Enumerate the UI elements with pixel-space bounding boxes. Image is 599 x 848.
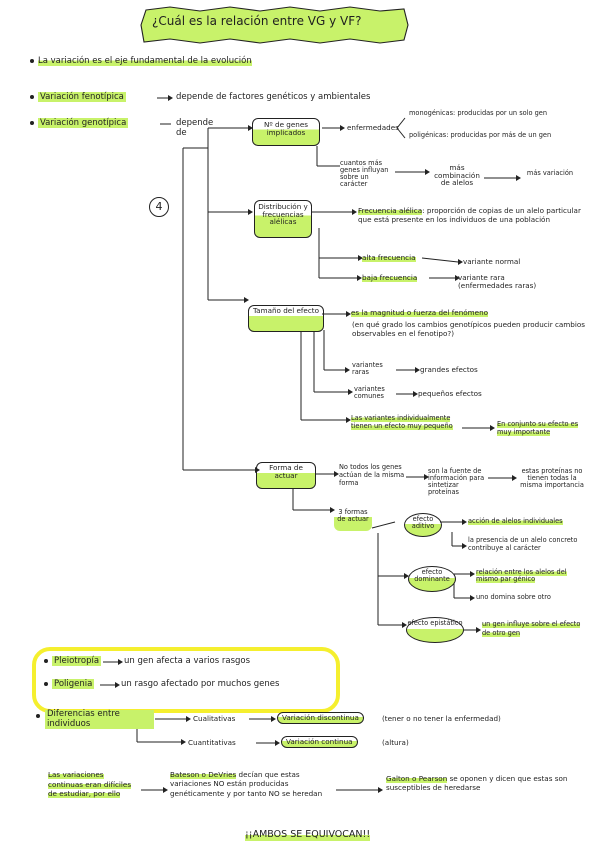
discontinua-text: (tener o no tener la enfermedad) bbox=[382, 714, 501, 723]
point-2-text: depende de factores genéticos y ambienta… bbox=[176, 92, 371, 102]
box-genes: Nº de genes implicados bbox=[252, 118, 320, 146]
estas-proteinas-text: estas proteínas no tienen todas la misma… bbox=[520, 467, 584, 489]
bullet-icon bbox=[44, 658, 48, 663]
magnitud-desc: (en qué grado los cambios genotípicos pu… bbox=[352, 320, 586, 339]
continua-text: (altura) bbox=[382, 738, 409, 747]
poligenia-item: Poligenia bbox=[44, 679, 95, 690]
en-conjunto-text: En conjunto su efecto es muy importante bbox=[497, 420, 579, 437]
pleiotropia-frame bbox=[32, 647, 340, 713]
point-3-text: depende de bbox=[176, 118, 214, 138]
bullet-icon bbox=[36, 713, 40, 718]
bullet-icon bbox=[30, 120, 34, 125]
variante-rara-text: variante rara (enfermedades raras) bbox=[458, 273, 537, 290]
efecto-dominante-oval: efecto dominante bbox=[408, 566, 456, 592]
variantes-raras-text: variantes raras bbox=[352, 361, 383, 376]
gen-influye-text: un gen influye sobre el efecto de otro g… bbox=[482, 620, 581, 637]
point-3: Variación genotípica bbox=[30, 118, 129, 129]
point-1: La variación es el eje fundamental de la… bbox=[30, 56, 252, 67]
magnitud-text: es la magnitud o fuerza del fenómeno bbox=[351, 308, 489, 317]
variantes-comunes-text: variantes comunes bbox=[354, 385, 385, 400]
variacion-continua-box: Variación continua bbox=[281, 736, 358, 748]
box-tamano: Tamaño del efecto bbox=[248, 305, 324, 332]
uno-domina-text: uno domina sobre otro bbox=[476, 593, 551, 601]
point-2: Variación fenotípica bbox=[30, 92, 126, 103]
pequenos-efectos-text: pequeños efectos bbox=[418, 389, 482, 398]
bullet-icon bbox=[30, 58, 34, 63]
page-title: ¿Cuál es la relación entre VG y VF? bbox=[152, 14, 362, 28]
pleiotropia-item: Pleiotropía bbox=[44, 656, 102, 667]
title-badge-shape bbox=[140, 6, 409, 44]
cuantitativas-text: Cuantitativas bbox=[188, 738, 236, 747]
accion-alelos-text: acción de alelos individuales bbox=[468, 517, 563, 525]
grandes-efectos-text: grandes efectos bbox=[420, 365, 478, 374]
efecto-epistatico-oval: efecto epistático bbox=[406, 617, 464, 643]
galton-text: Galton o Pearson se oponen y dicen que e… bbox=[386, 774, 568, 793]
frecuencia-text: Frecuencia alélica: proporción de copias… bbox=[358, 206, 581, 225]
formas-label: 3 formas de actuar bbox=[334, 508, 372, 531]
mas-variacion-text: más variación bbox=[526, 169, 574, 177]
box-forma: Forma de actuar bbox=[256, 462, 316, 489]
variante-normal-text: variante normal bbox=[463, 257, 521, 266]
alta-frecuencia-text: alta frecuencia bbox=[362, 253, 416, 262]
bateson-text: Bateson o DeVries decían que estas varia… bbox=[170, 770, 323, 798]
variantes-individual-text: Las variantes individualmente tienen un … bbox=[351, 414, 453, 431]
bullet-icon bbox=[44, 681, 48, 686]
bateson-label: Bateson o DeVries bbox=[170, 770, 237, 779]
efecto-aditivo-oval: efecto aditivo bbox=[404, 513, 442, 537]
frecuencia-label: Frecuencia alélica bbox=[358, 206, 423, 215]
variacion-discontinua-box: Variación discontinua bbox=[277, 712, 364, 724]
mas-combinacion-text: más combinación de alelos bbox=[434, 163, 480, 188]
poligenicas-text: poligénicas: producidas por más de un ge… bbox=[409, 131, 552, 139]
variaciones-continuas-text: Las variaciones continuas eran difíciles… bbox=[48, 770, 132, 799]
cuantos-genes-text: cuantos más genes influyan sobre un cará… bbox=[340, 159, 389, 188]
presencia-text: la presencia de un alelo concreto contri… bbox=[468, 536, 578, 553]
fuente-text: son la fuente de información para sintet… bbox=[428, 467, 485, 496]
monogenicas-text: monogénicas: producidas por un solo gen bbox=[409, 109, 548, 117]
relacion-alelos-text: relación entre los alelos del mismo par … bbox=[476, 568, 567, 583]
baja-frecuencia-text: baja frecuencia bbox=[362, 273, 418, 282]
cualitativas-text: Cualitativas bbox=[193, 714, 236, 723]
enfermedades-label: enfermedades bbox=[347, 123, 399, 132]
no-todos-text: No todos los genes actúan de la misma fo… bbox=[339, 463, 405, 487]
diferencias-label: Diferencias entre individuos bbox=[45, 709, 154, 730]
final-text: ¡¡AMBOS SE EQUIVOCAN!! bbox=[245, 829, 371, 841]
galton-label: Galton o Pearson bbox=[386, 774, 448, 783]
number-circle: 4 bbox=[149, 197, 169, 217]
box-distribucion: Distribución y frecuencias alélicas bbox=[254, 200, 312, 238]
pleiotropia-text: un gen afecta a varios rasgos bbox=[124, 656, 251, 666]
poligenia-text: un rasgo afectado por muchos genes bbox=[121, 679, 280, 689]
diferencias-item bbox=[36, 712, 44, 722]
bullet-icon bbox=[30, 94, 34, 99]
